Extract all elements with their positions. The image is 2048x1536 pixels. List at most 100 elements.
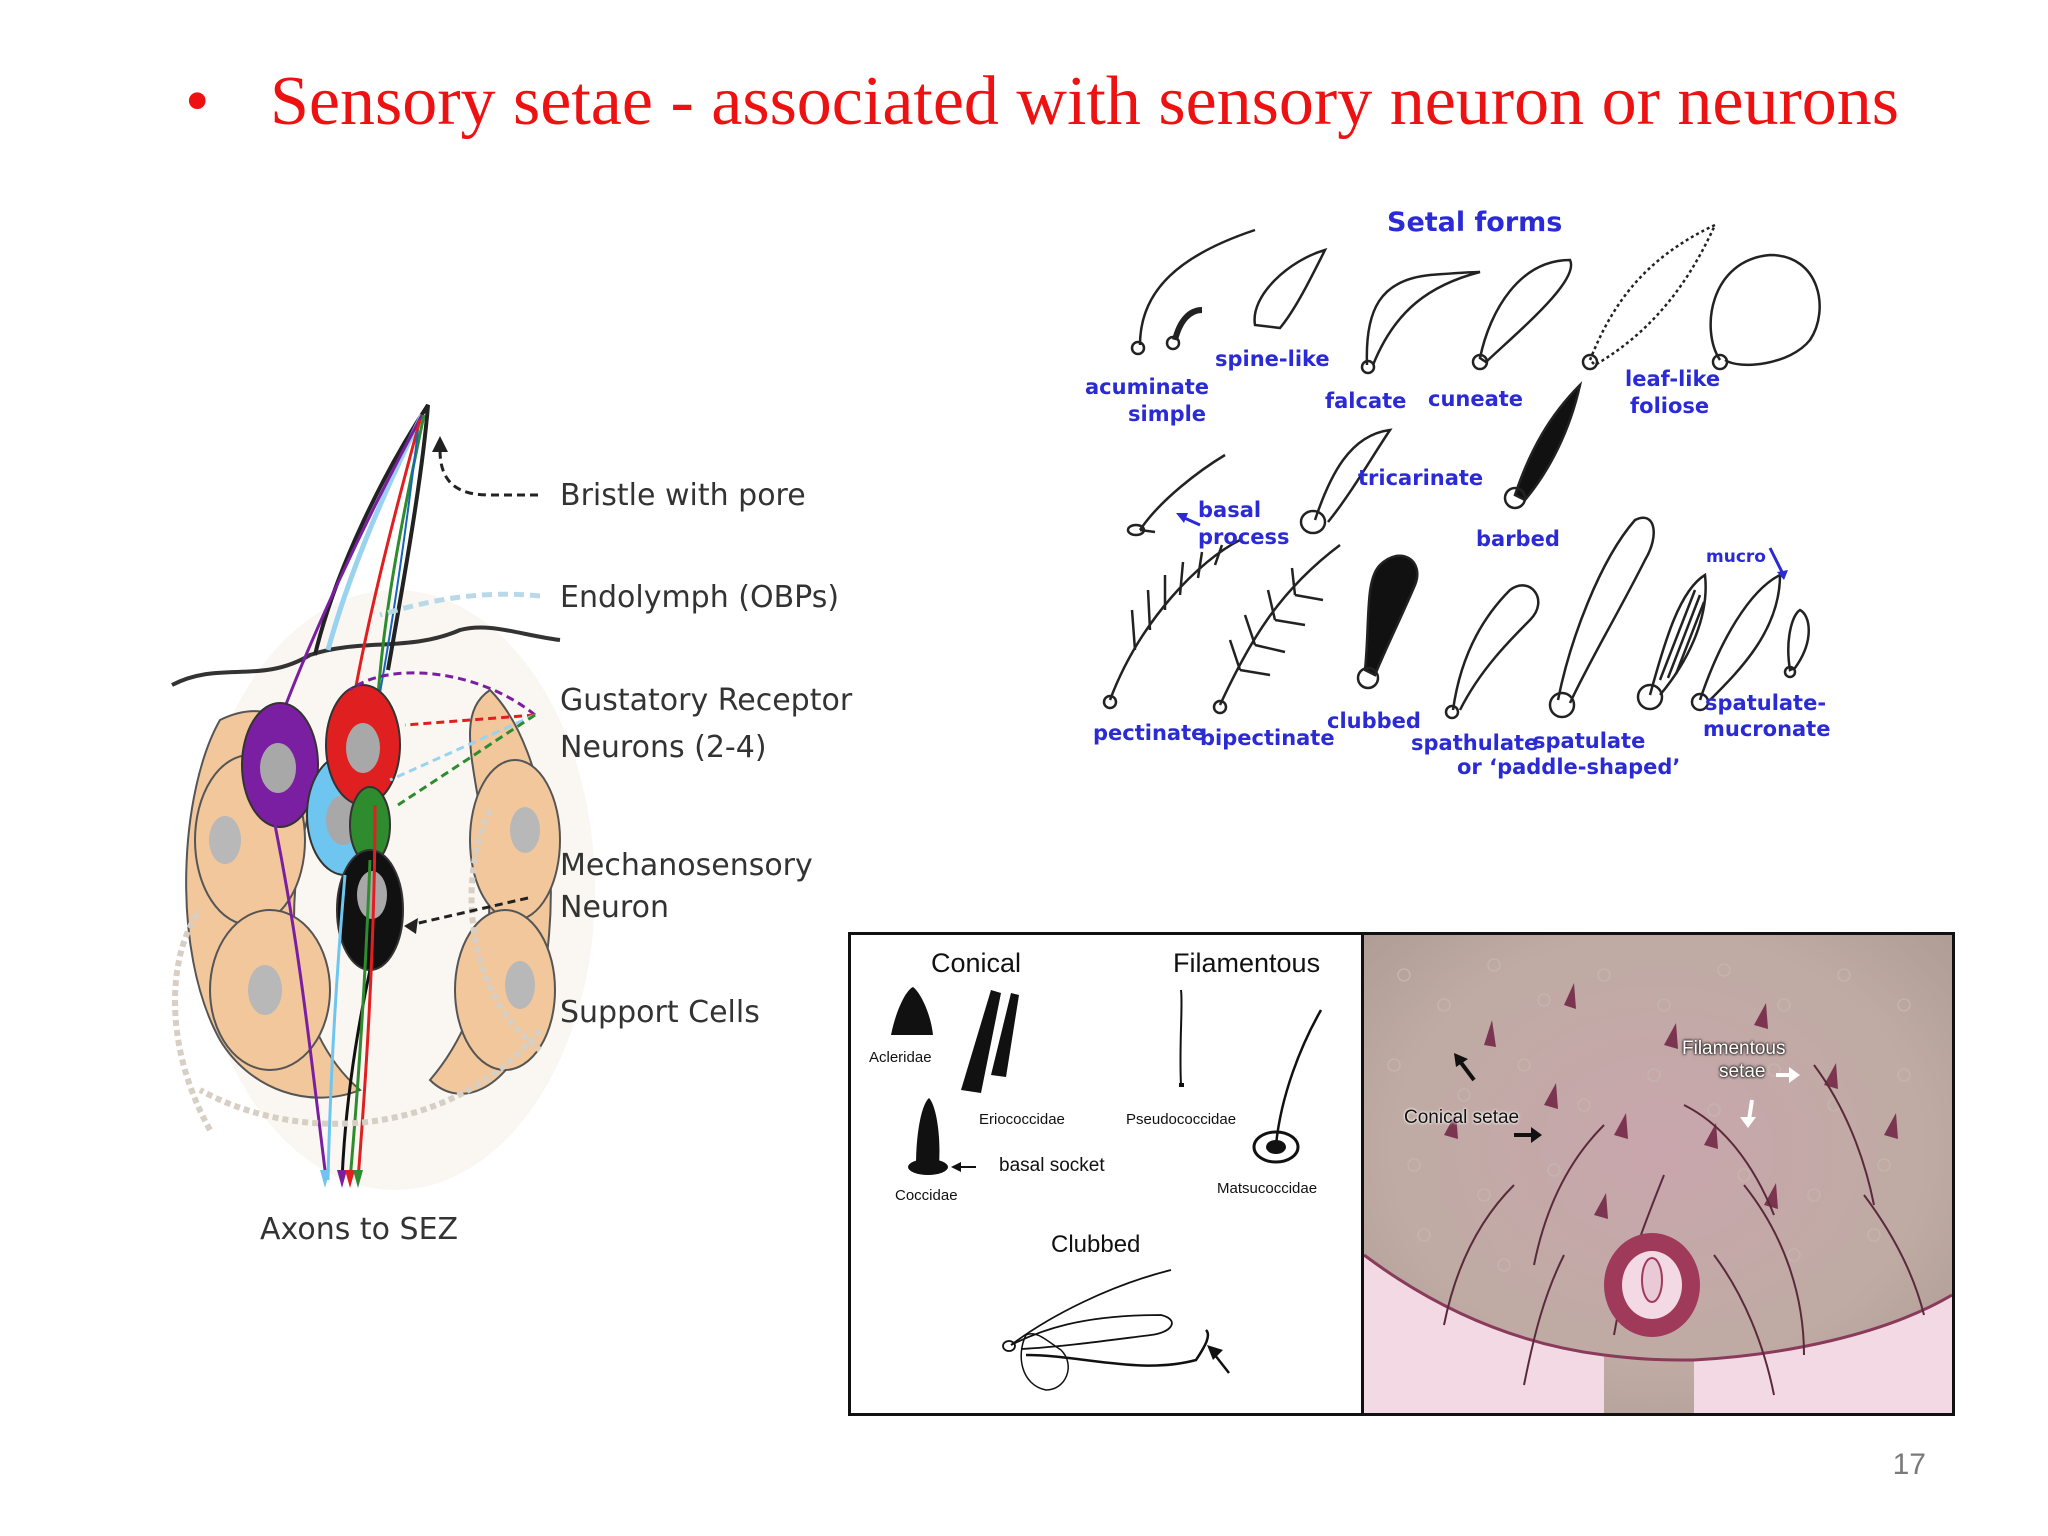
leaf-like-seta [1588, 222, 1718, 367]
label-acuminate: acuminate [1085, 375, 1210, 399]
bullet-dot: • [185, 63, 210, 140]
anal-opening [1641, 1257, 1663, 1303]
setal-forms-figure: Setal forms acuminate simple spine-like … [1080, 200, 1850, 800]
acuminate-seta [1138, 228, 1256, 346]
label-simple: simple [1128, 402, 1207, 426]
label-filamentous: Filamentous [1173, 948, 1321, 978]
red-axon [356, 804, 377, 1181]
micrograph-drawing [1364, 935, 1952, 1413]
tricarinate-seta [1313, 428, 1393, 523]
purple-neuron-nucleus [260, 743, 296, 793]
bipectinate-socket [1212, 699, 1228, 715]
eriococcidae-seta-1 [961, 990, 1001, 1093]
coccidae-seta [916, 1098, 940, 1165]
clubbed-seta-3 [1025, 1329, 1210, 1367]
label-spatulate: spatulate [1533, 729, 1646, 753]
acleridae-seta [891, 987, 933, 1035]
spatulate-mucronate-seta [1698, 572, 1782, 701]
purple-axon-arrowhead [337, 1170, 347, 1188]
green-axon-arrowhead [353, 1170, 363, 1188]
support-cells [185, 688, 561, 1099]
basal-socket-arrowhead [951, 1162, 961, 1172]
pore-field [1387, 958, 1911, 1272]
spathulate-seta [1451, 584, 1540, 711]
basal-process-seta [1138, 453, 1226, 531]
pectinate-barbs [1130, 544, 1224, 651]
blue-dendrite [374, 429, 419, 721]
label-barbed: barbed [1476, 527, 1560, 551]
falcate-seta [1365, 270, 1481, 366]
label-mucro: mucro [1706, 547, 1766, 567]
bristle-leader [438, 449, 538, 497]
leaf-like-socket [1581, 353, 1599, 371]
label-pseudococcidae: Pseudococcidae [1126, 1111, 1237, 1128]
red-neuron-nucleus [346, 723, 380, 773]
label-cuneate: cuneate [1428, 387, 1524, 411]
label-leaf-like: leaf-like [1625, 367, 1721, 391]
small-spatulate-mucronate-seta [1787, 608, 1810, 672]
label-bristle: Bristle with pore [560, 478, 806, 513]
basal-process-knob [1139, 528, 1156, 534]
cuneate-seta [1478, 258, 1573, 364]
label-spatulate-mucronate-2: mucronate [1703, 717, 1831, 741]
label-spatulate-mucronate-1: spatulate- [1705, 691, 1827, 715]
gustatory-leader-blue [389, 713, 536, 782]
basal-process-socket [1126, 523, 1146, 537]
falcate-socket [1360, 359, 1376, 375]
pectinate-socket [1102, 694, 1118, 710]
label-axons: Axons to SEZ [260, 1212, 459, 1247]
support-arrow-right [468, 808, 542, 1053]
mechanosensory-neuron-nucleus [357, 871, 387, 919]
clubbed-socket [1002, 1340, 1016, 1352]
label-mechanosensory-2: Neuron [560, 890, 669, 925]
barbed-seta [1513, 381, 1583, 502]
striated-lines [1658, 589, 1706, 681]
label-pectinate: pectinate [1093, 721, 1206, 745]
pseudococcidae-seta [1179, 989, 1183, 1086]
blue-axon [326, 874, 347, 1181]
foliose-socket [1711, 353, 1729, 371]
spine-like-seta [1253, 248, 1328, 330]
striated-seta [1648, 572, 1707, 696]
label-paddle-shaped: or ‘paddle-shaped’ [1457, 755, 1681, 779]
slide-title: • Sensory setae - associated with sensory… [185, 62, 1985, 142]
support-arrow-left [172, 908, 213, 1132]
background-pink-left [1364, 1255, 1604, 1413]
matsucoccidae-socket-outer [1252, 1130, 1300, 1164]
striated-socket [1636, 683, 1664, 711]
conical-arrow-2-head [1531, 1127, 1542, 1143]
label-mechanosensory-1: Mechanosensory [560, 848, 813, 883]
setal-forms-drawing [1102, 222, 1821, 720]
eriococcidae-seta-2 [991, 993, 1019, 1077]
filamentous-arrow-1-head [1789, 1067, 1800, 1083]
acuminate-socket [1130, 340, 1146, 356]
blue-axon-arrowhead [320, 1170, 330, 1188]
small-seta-socket [1783, 665, 1797, 679]
label-bipectinate: bipectinate [1200, 726, 1335, 750]
sensory-seta-diagram: Bristle with pore Endolymph (OBPs) Gusta… [160, 390, 880, 1270]
label-foliose: foliose [1630, 394, 1710, 418]
clubbed-seta-1 [1010, 1314, 1173, 1350]
label-conical: Conical [931, 948, 1022, 978]
setal-forms-title: Setal forms [1387, 207, 1563, 238]
label-matsucoccidae: Matsucoccidae [1217, 1180, 1318, 1197]
spatulate-mucronate-socket [1690, 692, 1710, 712]
slide-title-text: Sensory setae - associated with sensory … [270, 63, 1900, 140]
label-falcate: falcate [1325, 389, 1407, 413]
conical-arrow-1 [1457, 1058, 1476, 1082]
conical-arrow-1-head [1454, 1053, 1468, 1067]
spatulate-seta [1556, 516, 1655, 704]
body-margin [1364, 1253, 1952, 1362]
label-coccidae: Coccidae [895, 1187, 958, 1204]
mucro-arrowhead [1777, 570, 1788, 580]
gustatory-leader-purple [349, 671, 536, 717]
label-support-cells: Support Cells [560, 995, 760, 1030]
red-axon-arrowhead [345, 1170, 355, 1188]
label-tricarinate: tricarinate [1358, 466, 1484, 490]
label-eriococcidae: Eriococcidae [979, 1111, 1065, 1128]
label-acleridae: Acleridae [869, 1049, 932, 1066]
purple-axon [273, 824, 327, 1171]
spathulate-socket [1444, 704, 1460, 720]
filamentous-setae [1443, 1064, 1925, 1396]
label-gustatory-1: Gustatory Receptor [560, 683, 853, 718]
